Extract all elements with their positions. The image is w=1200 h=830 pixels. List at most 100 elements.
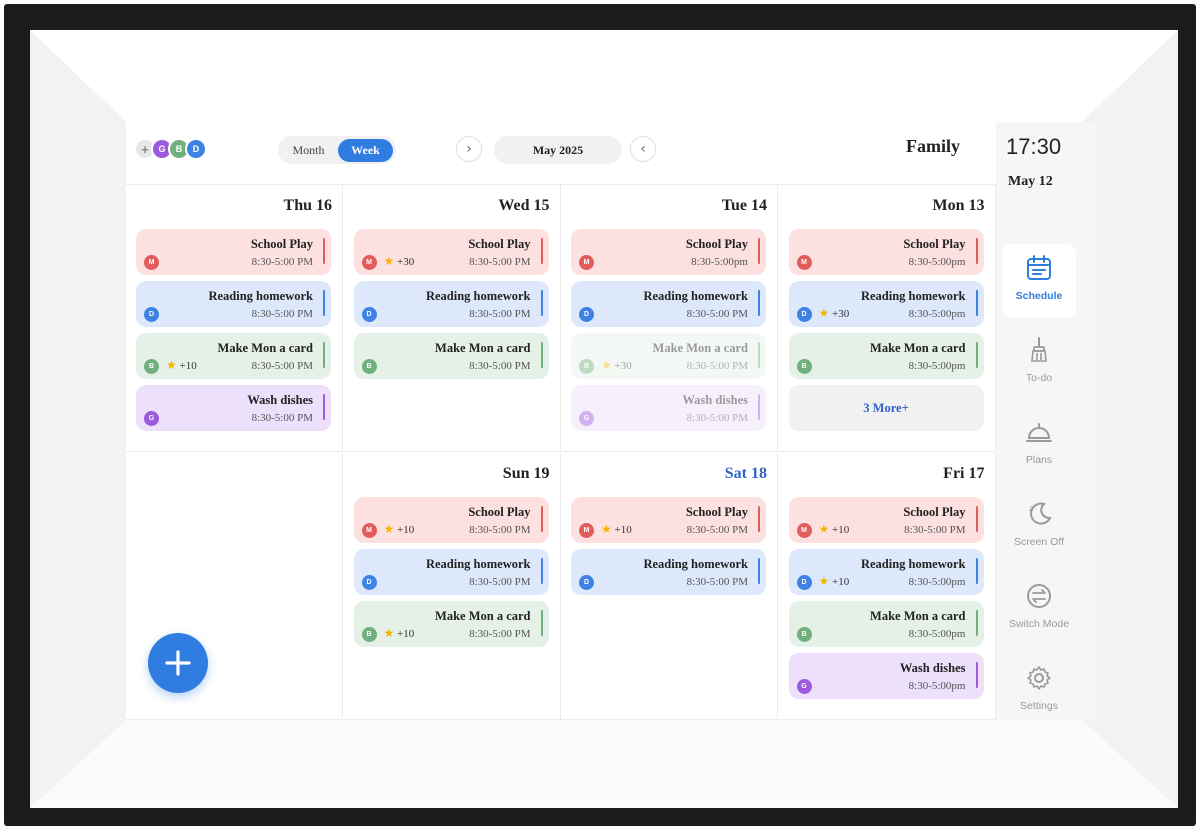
- add-event-button[interactable]: [148, 633, 208, 693]
- event-title: School Play: [685, 237, 748, 251]
- month-label[interactable]: May 2025: [494, 136, 622, 164]
- event-title: Make Mon a card: [652, 341, 748, 355]
- chevron-right-icon[interactable]: ›: [456, 136, 482, 162]
- star-icon: ★: [383, 254, 395, 268]
- points-value: +30: [611, 360, 632, 372]
- event-time: 8:30-5:00 PM: [686, 524, 748, 536]
- cloche-icon: [1026, 423, 1052, 442]
- points-value: +30: [394, 256, 415, 268]
- event-title: Make Mon a card: [435, 341, 531, 355]
- event-points: ★ +10: [601, 522, 632, 536]
- empty-day-cell: [126, 453, 343, 720]
- gear-icon: [1027, 666, 1051, 690]
- event-time: 8:30-5:00 PM: [686, 308, 748, 320]
- event-title: School Play: [903, 237, 966, 251]
- member-badge: M: [361, 523, 377, 538]
- event-title: Reading homework: [208, 289, 313, 303]
- event-title: School Play: [903, 505, 966, 519]
- event-color-bar: [975, 662, 978, 688]
- event-color-bar: [540, 558, 543, 584]
- member-avatar: D: [185, 138, 207, 160]
- day-title: Wed 15: [498, 197, 550, 214]
- week-view-button[interactable]: Week: [338, 138, 393, 162]
- event-time: 8:30-5:00 PM: [686, 412, 748, 424]
- member-badge: D: [579, 307, 594, 322]
- event-points: ★ +30: [819, 306, 850, 320]
- star-icon: ★: [166, 358, 177, 372]
- day-title: Mon 13: [932, 197, 985, 214]
- member-badge: D: [361, 307, 377, 322]
- event-title: School Play: [468, 237, 531, 251]
- event-color-bar: [323, 290, 325, 316]
- svg-text:z: z: [1029, 504, 1033, 513]
- event-points: ★ +10: [819, 522, 850, 536]
- month-view-button[interactable]: Month: [292, 142, 325, 157]
- points-value: +10: [394, 524, 415, 536]
- member-badge: M: [361, 255, 377, 270]
- sidebar-item-settings[interactable]: Settings: [1002, 654, 1076, 728]
- event-title: Reading homework: [860, 289, 966, 303]
- member-badge: B: [579, 359, 594, 374]
- broom-icon: [1031, 337, 1047, 362]
- event-time: 8:30-5:00 PM: [469, 308, 531, 320]
- member-badge: M: [579, 255, 594, 270]
- event-color-bar: [758, 342, 760, 368]
- member-badge: D: [144, 307, 159, 322]
- member-badge: M: [796, 255, 812, 270]
- event-points: ★ +30: [601, 358, 632, 372]
- more-events-button[interactable]: 3 More+: [788, 385, 984, 431]
- event-title: Reading homework: [643, 557, 748, 571]
- event-color-bar: [975, 238, 978, 264]
- sidebar-item-switch-mode[interactable]: Switch Mode: [1002, 572, 1076, 646]
- sidebar-item-plans[interactable]: Plans: [1002, 408, 1076, 482]
- moon-icon: z: [1029, 502, 1052, 525]
- member-badge: D: [361, 575, 377, 590]
- event-points: ★ +30: [384, 254, 415, 268]
- day-title: Sun 19: [502, 465, 550, 482]
- points-value: +30: [829, 308, 850, 320]
- event-time: 8:30-5:00pm: [691, 256, 748, 268]
- event-time: 8:30-5:00 PM: [251, 412, 313, 424]
- sidebar-item-to-do[interactable]: To-do: [1002, 326, 1076, 400]
- star-icon: ★: [601, 522, 612, 536]
- view-toggle: Month Week: [278, 136, 396, 164]
- event-color-bar: [758, 558, 760, 584]
- chevron-left-icon[interactable]: ‹: [630, 136, 656, 162]
- event-card[interactable]: School Play 8:30-5:00pm M: [571, 229, 766, 275]
- event-time: 8:30-5:00 PM: [251, 256, 313, 268]
- sidebar-item-schedule[interactable]: Schedule: [1002, 244, 1076, 318]
- day-title: Thu 16: [283, 197, 332, 214]
- event-title: Reading homework: [425, 557, 531, 571]
- event-points: ★ +10: [384, 522, 415, 536]
- sidebar-item-label: Plans: [1025, 454, 1053, 466]
- clock-time: 17:30: [1006, 134, 1062, 159]
